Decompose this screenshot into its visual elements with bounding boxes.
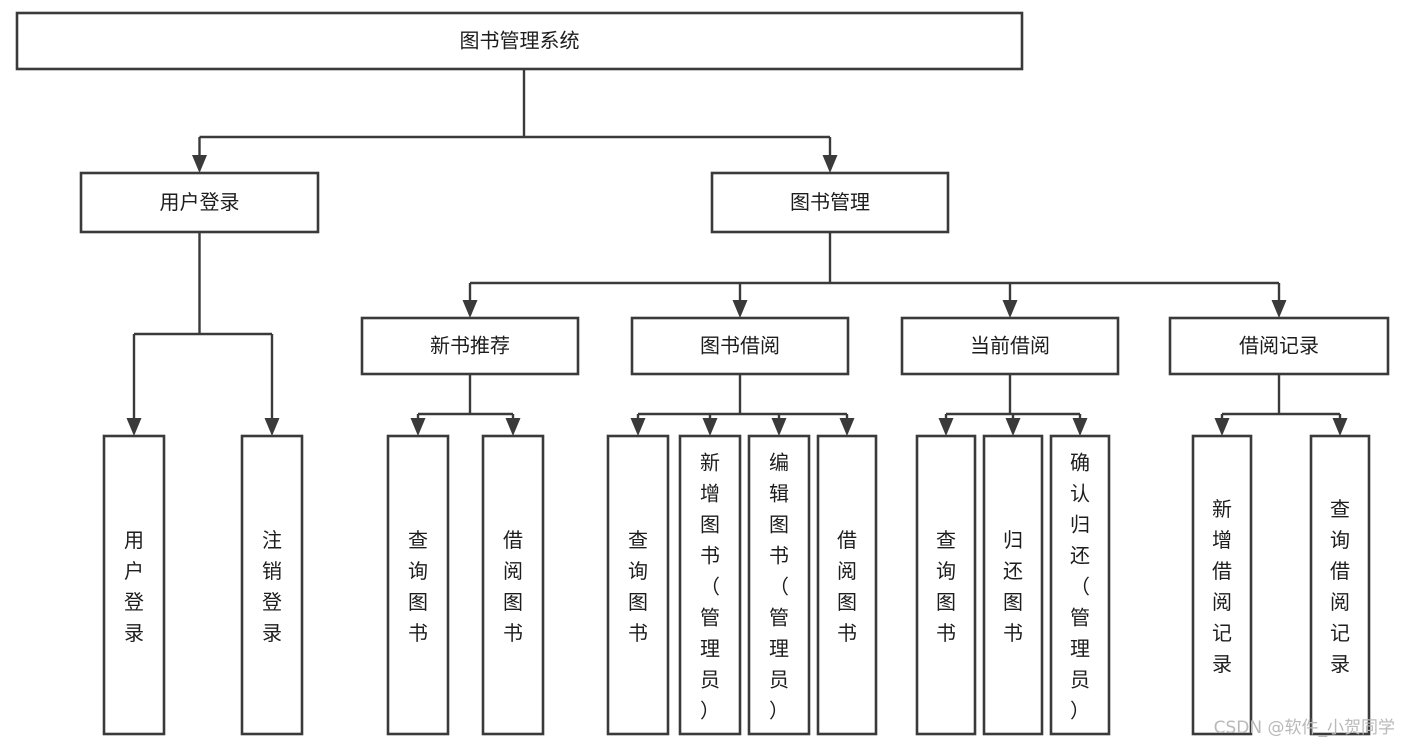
- node-module-user-login[interactable]: 用户登录: [79, 171, 320, 234]
- function-arrowhead: [771, 418, 787, 436]
- node-function-fn-borrow-query-box[interactable]: [606, 434, 670, 736]
- node-function-fn-user-logout[interactable]: 注销登录: [240, 434, 304, 736]
- node-function-fn-borrow-do-label: 借阅图书: [837, 528, 857, 645]
- node-submodule-book-borrow-label: 图书借阅: [700, 334, 780, 358]
- node-function-fn-cur-confirm-box[interactable]: [1049, 434, 1111, 736]
- node-function-fn-cur-query-label: 查询图书: [936, 528, 956, 645]
- node-function-fn-cur-query-box[interactable]: [915, 434, 977, 736]
- node-submodule-new-book-rec-label: 新书推荐: [430, 334, 510, 358]
- node-function-fn-cur-query[interactable]: 查询图书: [915, 434, 977, 736]
- node-module-book-manage[interactable]: 图书管理: [710, 171, 950, 234]
- function-arrowhead: [264, 418, 280, 436]
- node-function-fn-borrow-query[interactable]: 查询图书: [606, 434, 670, 736]
- node-function-fn-cur-confirm[interactable]: 确认归还（管理员）: [1049, 434, 1111, 736]
- module-arrowhead: [192, 155, 207, 173]
- node-function-fn-borrow-add-label: 新增图书（管理员）: [700, 451, 720, 723]
- node-layer: 图书管理系统用户登录图书管理新书推荐图书借阅当前借阅借阅记录用户登录注销登录查询…: [15, 11, 1390, 736]
- submodule-arrowhead: [1002, 300, 1018, 318]
- function-arrowhead: [1005, 418, 1021, 436]
- node-function-fn-borrow-edit-box[interactable]: [747, 434, 811, 736]
- node-module-book-manage-label: 图书管理: [790, 190, 870, 214]
- node-submodule-book-borrow[interactable]: 图书借阅: [630, 316, 850, 376]
- submodule-arrowhead: [462, 300, 478, 318]
- node-submodule-borrow-record[interactable]: 借阅记录: [1168, 316, 1390, 376]
- submodule-arrowhead: [1271, 300, 1287, 318]
- function-arrowhead: [1332, 418, 1348, 436]
- node-submodule-book-borrow-box[interactable]: [630, 316, 850, 376]
- node-function-fn-borrow-edit[interactable]: 编辑图书（管理员）: [747, 434, 811, 736]
- node-function-fn-user-login-label: 用户登录: [124, 528, 144, 645]
- node-root-label: 图书管理系统: [460, 29, 580, 53]
- module-arrowhead: [822, 155, 838, 173]
- node-function-fn-user-login-box[interactable]: [102, 434, 166, 736]
- node-root[interactable]: 图书管理系统: [15, 11, 1024, 71]
- function-arrowhead: [839, 418, 855, 436]
- node-function-fn-cur-return-box[interactable]: [982, 434, 1044, 736]
- node-function-fn-user-logout-label: 注销登录: [262, 528, 282, 645]
- node-function-fn-cur-return-label: 归还图书: [1003, 528, 1023, 645]
- node-function-fn-rec-query-box[interactable]: [386, 434, 450, 736]
- node-function-fn-rec-borrow[interactable]: 借阅图书: [481, 434, 545, 736]
- node-function-fn-cur-confirm-label: 确认归还（管理员）: [1070, 451, 1090, 723]
- node-function-fn-rec-add[interactable]: 新增借阅记录: [1191, 434, 1253, 736]
- node-submodule-current-borrow-box[interactable]: [900, 316, 1120, 376]
- node-module-book-manage-box[interactable]: [710, 171, 950, 234]
- function-arrowhead: [410, 418, 426, 436]
- node-function-fn-rec-search[interactable]: 查询借阅记录: [1309, 434, 1371, 736]
- function-arrowhead: [702, 418, 718, 436]
- node-function-fn-cur-return[interactable]: 归还图书: [982, 434, 1044, 736]
- node-function-fn-user-logout-box[interactable]: [240, 434, 304, 736]
- function-arrowhead: [505, 418, 521, 436]
- node-function-fn-rec-borrow-box[interactable]: [481, 434, 545, 736]
- node-submodule-new-book-rec[interactable]: 新书推荐: [360, 316, 580, 376]
- node-function-fn-borrow-add-box[interactable]: [678, 434, 742, 736]
- node-submodule-current-borrow-label: 当前借阅: [970, 334, 1050, 358]
- node-function-fn-borrow-do[interactable]: 借阅图书: [816, 434, 878, 736]
- submodule-arrowhead: [732, 300, 748, 318]
- node-function-fn-rec-search-box[interactable]: [1309, 434, 1371, 736]
- node-submodule-current-borrow[interactable]: 当前借阅: [900, 316, 1120, 376]
- node-function-fn-rec-add-box[interactable]: [1191, 434, 1253, 736]
- function-arrowhead: [1072, 418, 1088, 436]
- node-function-fn-rec-borrow-label: 借阅图书: [503, 528, 523, 645]
- node-module-user-login-box[interactable]: [79, 171, 320, 234]
- node-function-fn-rec-search-label: 查询借阅记录: [1330, 497, 1350, 676]
- node-function-fn-borrow-query-label: 查询图书: [628, 528, 648, 645]
- csdn-watermark: CSDN @软件_小贺同学: [1214, 718, 1395, 738]
- node-submodule-borrow-record-box[interactable]: [1168, 316, 1390, 376]
- node-module-user-login-label: 用户登录: [160, 190, 240, 214]
- node-function-fn-rec-add-label: 新增借阅记录: [1212, 497, 1232, 676]
- function-arrowhead: [1214, 418, 1230, 436]
- function-arrowhead: [126, 418, 142, 436]
- function-arrowhead: [630, 418, 646, 436]
- node-submodule-new-book-rec-box[interactable]: [360, 316, 580, 376]
- node-function-fn-borrow-add[interactable]: 新增图书（管理员）: [678, 434, 742, 736]
- function-arrowhead: [938, 418, 954, 436]
- node-submodule-borrow-record-label: 借阅记录: [1239, 334, 1319, 358]
- node-function-fn-user-login[interactable]: 用户登录: [102, 434, 166, 736]
- node-root-box[interactable]: [15, 11, 1024, 71]
- edge-layer: [126, 69, 1348, 436]
- node-function-fn-borrow-edit-label: 编辑图书（管理员）: [769, 451, 789, 723]
- node-function-fn-rec-query-label: 查询图书: [408, 528, 428, 645]
- node-function-fn-borrow-do-box[interactable]: [816, 434, 878, 736]
- node-function-fn-rec-query[interactable]: 查询图书: [386, 434, 450, 736]
